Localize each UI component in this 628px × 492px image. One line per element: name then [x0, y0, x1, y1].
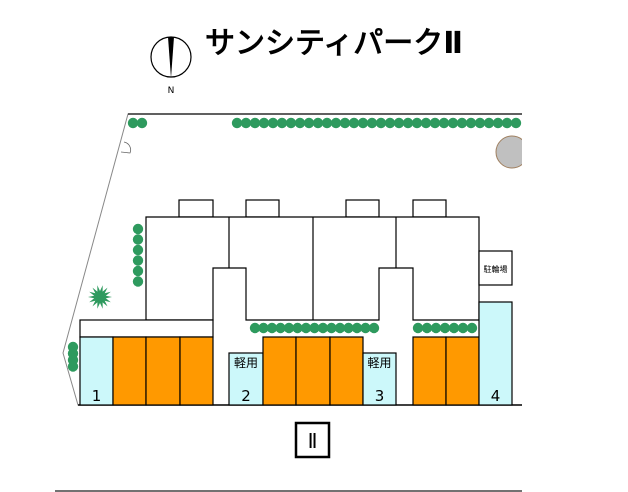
hedge-bush [330, 117, 342, 129]
hedge-bush [321, 117, 333, 129]
hedge-bush [348, 117, 360, 129]
north-compass-icon [150, 36, 192, 78]
hedge-bush [421, 322, 433, 334]
hedge-bush [326, 322, 337, 334]
hedge-bush [132, 234, 144, 245]
hedge-bush [334, 322, 346, 334]
hedge-bush [412, 322, 424, 334]
hedge-bush [448, 322, 460, 334]
spot-number-1: 1 [92, 387, 102, 405]
hedge-bush [457, 322, 469, 334]
kei-label-2: 軽用 [234, 356, 258, 370]
building-label-box [294, 421, 331, 459]
hedge-bush [132, 276, 144, 287]
hedge-bush [276, 117, 288, 129]
hedge-bush [375, 117, 387, 129]
hedge-bush [294, 117, 306, 129]
page-title: サンシティパークⅡ [205, 26, 463, 61]
hedge-bush [136, 117, 148, 129]
compass-north-label: N [168, 86, 175, 96]
hedge-bush [366, 117, 378, 129]
bike-parking-label: 駐輪場 [484, 264, 508, 274]
hedge-bush [483, 117, 495, 129]
hedge-bush [312, 117, 324, 129]
parking-space [445, 336, 480, 406]
hedge-bush [339, 117, 351, 129]
stone-icon [495, 135, 522, 169]
bike-parking [478, 250, 513, 286]
hedge-bush [501, 117, 513, 129]
hedge-bush [275, 322, 286, 334]
hedge-bush [300, 322, 312, 334]
hedge-bush [132, 265, 144, 277]
hedge-bush [465, 117, 477, 129]
apartment-building [79, 199, 480, 338]
parking-space [145, 336, 181, 406]
hedge-bush [285, 117, 297, 129]
hedge-bush [384, 117, 396, 129]
hedge-bush [466, 322, 478, 334]
hedge-bush [267, 117, 279, 129]
parking-spot-1 [79, 336, 114, 406]
spot-number-3: 3 [375, 387, 385, 405]
hedge-bush [420, 117, 432, 129]
hedge-bush [249, 322, 261, 334]
hedge-bush [231, 117, 243, 129]
hedge-bush [430, 322, 442, 334]
parking-space [295, 336, 331, 406]
hedge-bush [240, 117, 252, 129]
hedge-bush [492, 117, 504, 129]
hedge-bush [258, 322, 269, 334]
hedge-bush [429, 117, 441, 129]
hedge-bush [357, 117, 369, 129]
hedge-bush [447, 117, 459, 129]
hedge-bush [249, 117, 261, 129]
hedge-bush [132, 223, 144, 235]
hedge-bush [351, 322, 363, 334]
kei-label-3: 軽用 [367, 356, 391, 370]
parking-space [412, 336, 447, 406]
hedge-bush [132, 244, 144, 256]
parking-space [262, 336, 297, 406]
hedge-bush [402, 117, 414, 129]
parking-spot-4 [478, 301, 513, 406]
hedge-bush [283, 322, 295, 334]
hedge-bush [438, 117, 450, 129]
parking-lots [79, 301, 513, 406]
hedge-bush [292, 322, 303, 334]
hedge-bush [393, 117, 405, 129]
hedge-bush [474, 117, 486, 129]
spot-number-4: 4 [491, 387, 501, 405]
shrub-star-icon [88, 285, 112, 309]
parking-space [329, 336, 364, 406]
hedge-bush [360, 322, 371, 334]
hedge-bush [266, 322, 278, 334]
hedge-bush [303, 117, 315, 129]
hedge-bush [510, 117, 522, 129]
hedge-bush [67, 361, 79, 372]
hedge-bush [368, 322, 380, 334]
parking-space [112, 336, 147, 406]
hedge-bush [127, 117, 139, 129]
parking-space [179, 336, 214, 406]
hedge-bush [309, 322, 320, 334]
parking-spot-2 [228, 352, 264, 406]
hedge-bush [456, 117, 468, 129]
hedge-bush [411, 117, 423, 129]
hedge-bush [343, 322, 354, 334]
parking-spot-3 [362, 352, 397, 406]
hedge-bush [258, 117, 270, 129]
spot-number-2: 2 [241, 387, 251, 405]
hedge-bush [132, 255, 144, 266]
hedge-bush [439, 322, 451, 334]
hedge-bush [317, 322, 329, 334]
building-label: Ⅱ [308, 429, 318, 453]
door-arc-icon [120, 141, 131, 154]
